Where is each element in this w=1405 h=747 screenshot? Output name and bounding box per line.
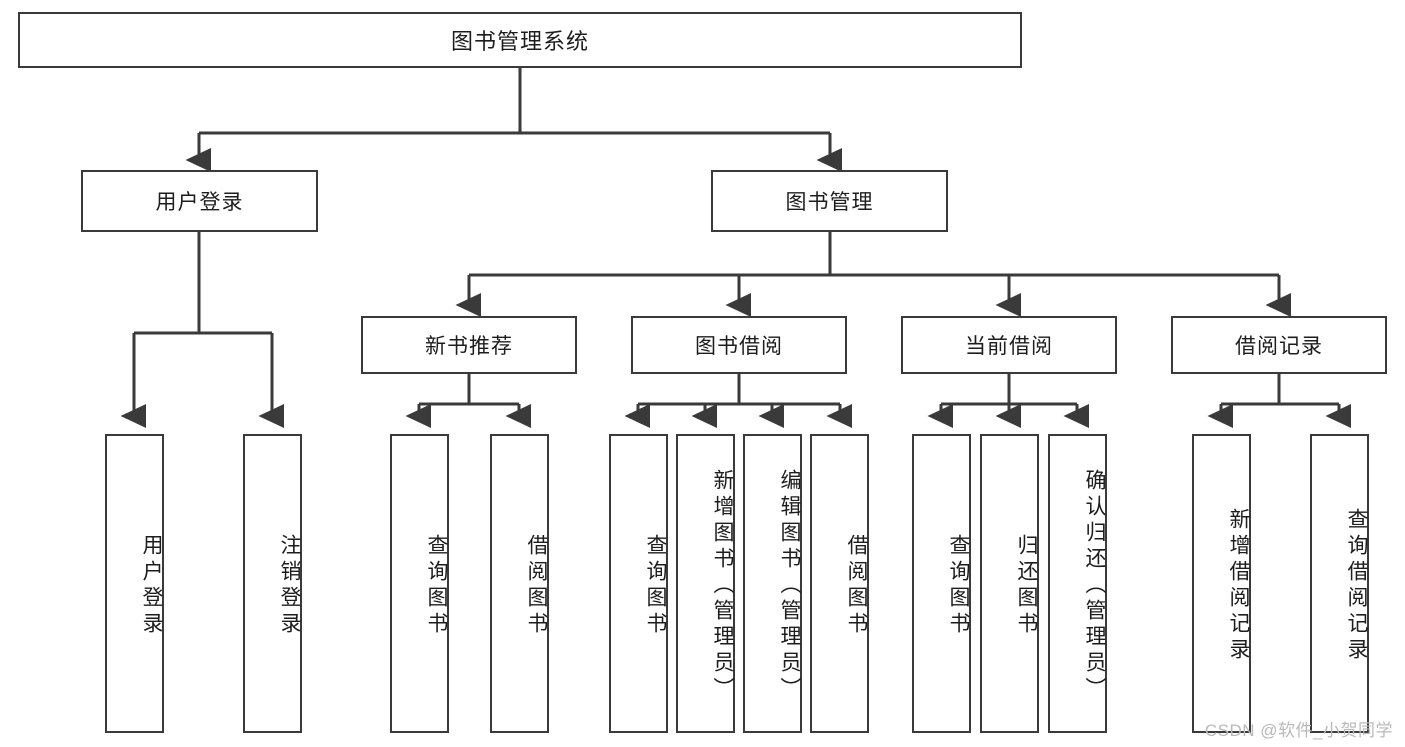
node-leaf-query-record-label: 查询借阅记录 — [1345, 507, 1368, 664]
node-leaf-query-book-1[interactable]: 查询图书 — [390, 434, 449, 733]
node-root-label: 图书管理系统 — [450, 29, 589, 54]
node-leaf-borrow-book-1-label: 借阅图书 — [525, 533, 548, 638]
node-current-borrow[interactable]: 当前借阅 — [901, 316, 1117, 374]
node-leaf-add-book[interactable]: 新增图书（管理员） — [676, 434, 735, 733]
node-new-book-recommend-label: 新书推荐 — [425, 335, 513, 358]
node-leaf-add-book-label: 新增图书（管理员） — [711, 468, 734, 703]
node-leaf-borrow-book-2[interactable]: 借阅图书 — [810, 434, 869, 733]
node-book-borrow-label: 图书借阅 — [695, 335, 783, 358]
node-book-borrow[interactable]: 图书借阅 — [631, 316, 847, 374]
node-leaf-user-login-label: 用户登录 — [140, 533, 163, 638]
node-leaf-edit-book[interactable]: 编辑图书（管理员） — [743, 434, 802, 733]
node-user-login[interactable]: 用户登录 — [81, 170, 318, 232]
node-leaf-user-login[interactable]: 用户登录 — [105, 434, 164, 733]
node-leaf-query-book-2[interactable]: 查询图书 — [609, 434, 668, 733]
node-leaf-query-book-3[interactable]: 查询图书 — [912, 434, 971, 733]
node-leaf-query-record[interactable]: 查询借阅记录 — [1310, 434, 1369, 733]
node-leaf-logout-label: 注销登录 — [278, 533, 301, 638]
node-book-manage-label: 图书管理 — [785, 191, 874, 214]
node-leaf-logout[interactable]: 注销登录 — [243, 434, 302, 733]
node-leaf-add-record-label: 新增借阅记录 — [1227, 507, 1250, 664]
node-leaf-return-book-label: 归还图书 — [1015, 533, 1038, 638]
node-book-manage[interactable]: 图书管理 — [711, 170, 948, 232]
node-current-borrow-label: 当前借阅 — [965, 335, 1053, 358]
node-new-book-recommend[interactable]: 新书推荐 — [361, 316, 577, 374]
node-leaf-query-book-2-label: 查询图书 — [644, 533, 667, 638]
node-borrow-record-label: 借阅记录 — [1235, 335, 1323, 358]
node-leaf-query-book-3-label: 查询图书 — [947, 533, 970, 638]
node-leaf-borrow-book-1[interactable]: 借阅图书 — [490, 434, 549, 733]
node-borrow-record[interactable]: 借阅记录 — [1171, 316, 1387, 374]
node-root[interactable]: 图书管理系统 — [18, 12, 1022, 68]
node-leaf-confirm-return-label: 确认归还（管理员） — [1083, 468, 1106, 703]
node-user-login-label: 用户登录 — [155, 191, 244, 214]
node-leaf-edit-book-label: 编辑图书（管理员） — [778, 468, 801, 703]
node-leaf-query-book-1-label: 查询图书 — [425, 533, 448, 638]
node-leaf-add-record[interactable]: 新增借阅记录 — [1192, 434, 1251, 733]
node-leaf-confirm-return[interactable]: 确认归还（管理员） — [1048, 434, 1107, 733]
node-leaf-return-book[interactable]: 归还图书 — [980, 434, 1039, 733]
node-leaf-borrow-book-2-label: 借阅图书 — [845, 533, 868, 638]
